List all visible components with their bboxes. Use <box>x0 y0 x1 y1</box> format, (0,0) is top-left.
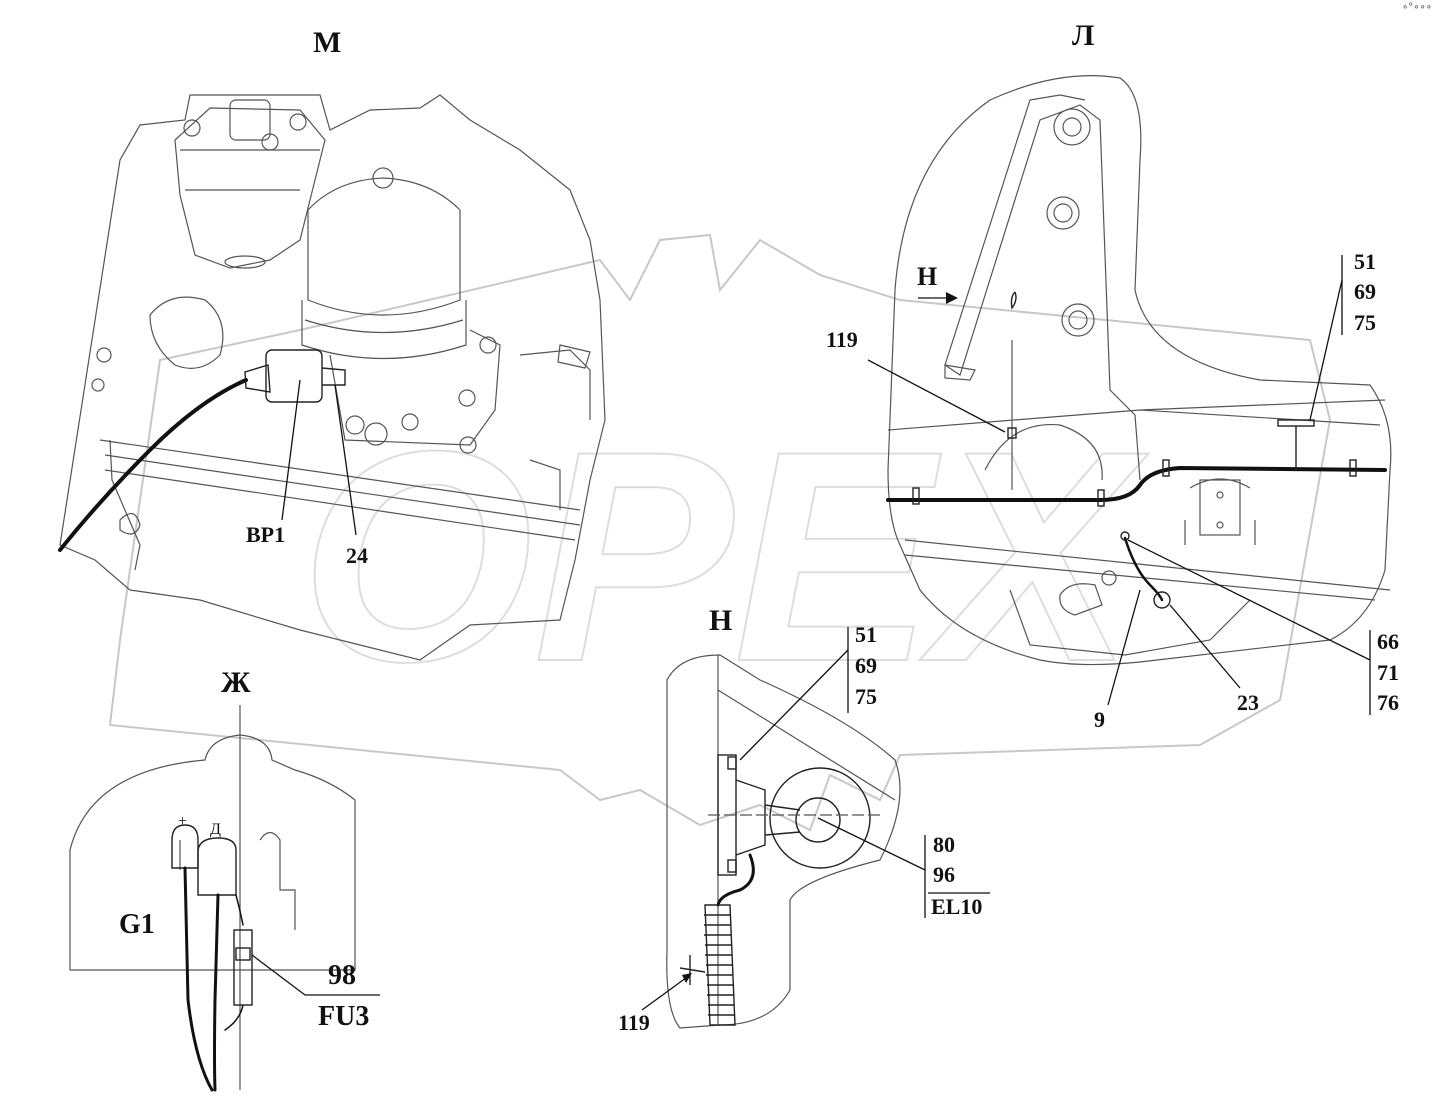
label-g1: G1 <box>119 909 155 940</box>
stack-n-top-3: 75 <box>855 684 877 709</box>
view-n-title: Н <box>709 604 732 637</box>
view-l-title: Л <box>1072 19 1094 52</box>
stack-n-lamp-1: 80 <box>933 832 955 857</box>
stack-n-lamp-3: EL10 <box>931 894 982 919</box>
sensor-bp1 <box>244 349 346 403</box>
fuse-fu3 <box>233 929 253 1006</box>
corrugated-sleeve <box>704 904 736 1026</box>
stack-n-top-2: 69 <box>855 653 877 678</box>
view-m-engine <box>58 94 606 661</box>
stack-zh-fuse-1: 98 <box>328 960 356 991</box>
arrow-n-label: Н <box>917 262 937 291</box>
stack-n-top-1: 51 <box>855 622 877 647</box>
view-n-lamp <box>641 627 990 1029</box>
view-zh-title: Ж <box>221 666 251 699</box>
label-23: 23 <box>1237 690 1259 715</box>
watermark-text: OPEX <box>300 388 1149 724</box>
label-9: 9 <box>1094 707 1105 732</box>
view-l-frame <box>867 75 1392 715</box>
label-119-top: 119 <box>826 327 858 352</box>
label-24: 24 <box>346 543 368 568</box>
stack-l-right-2: 69 <box>1354 279 1376 304</box>
stack-l-lower-3: 76 <box>1377 690 1399 715</box>
stack-zh-fuse-2: FU3 <box>318 1001 369 1032</box>
harness-clips <box>912 419 1357 507</box>
stack-l-lower-2: 71 <box>1377 660 1399 685</box>
label-d-terminal: Д <box>210 821 221 838</box>
corner-mark: ∘°∘∘∘ <box>1401 2 1432 13</box>
label-bp1: BP1 <box>246 522 285 547</box>
stack-n-lamp-2: 96 <box>933 862 955 887</box>
sensor-wire <box>58 378 248 552</box>
stack-l-right-1: 51 <box>1354 249 1376 274</box>
view-zh-battery <box>69 705 380 1092</box>
view-m-title: М <box>313 26 341 59</box>
stack-l-lower-1: 66 <box>1377 629 1399 654</box>
stack-l-right-3: 75 <box>1354 310 1376 335</box>
watermark-logo: OPEX <box>108 233 1332 832</box>
label-plus-terminal: + <box>178 813 187 830</box>
label-119-bottom: 119 <box>618 1010 650 1035</box>
